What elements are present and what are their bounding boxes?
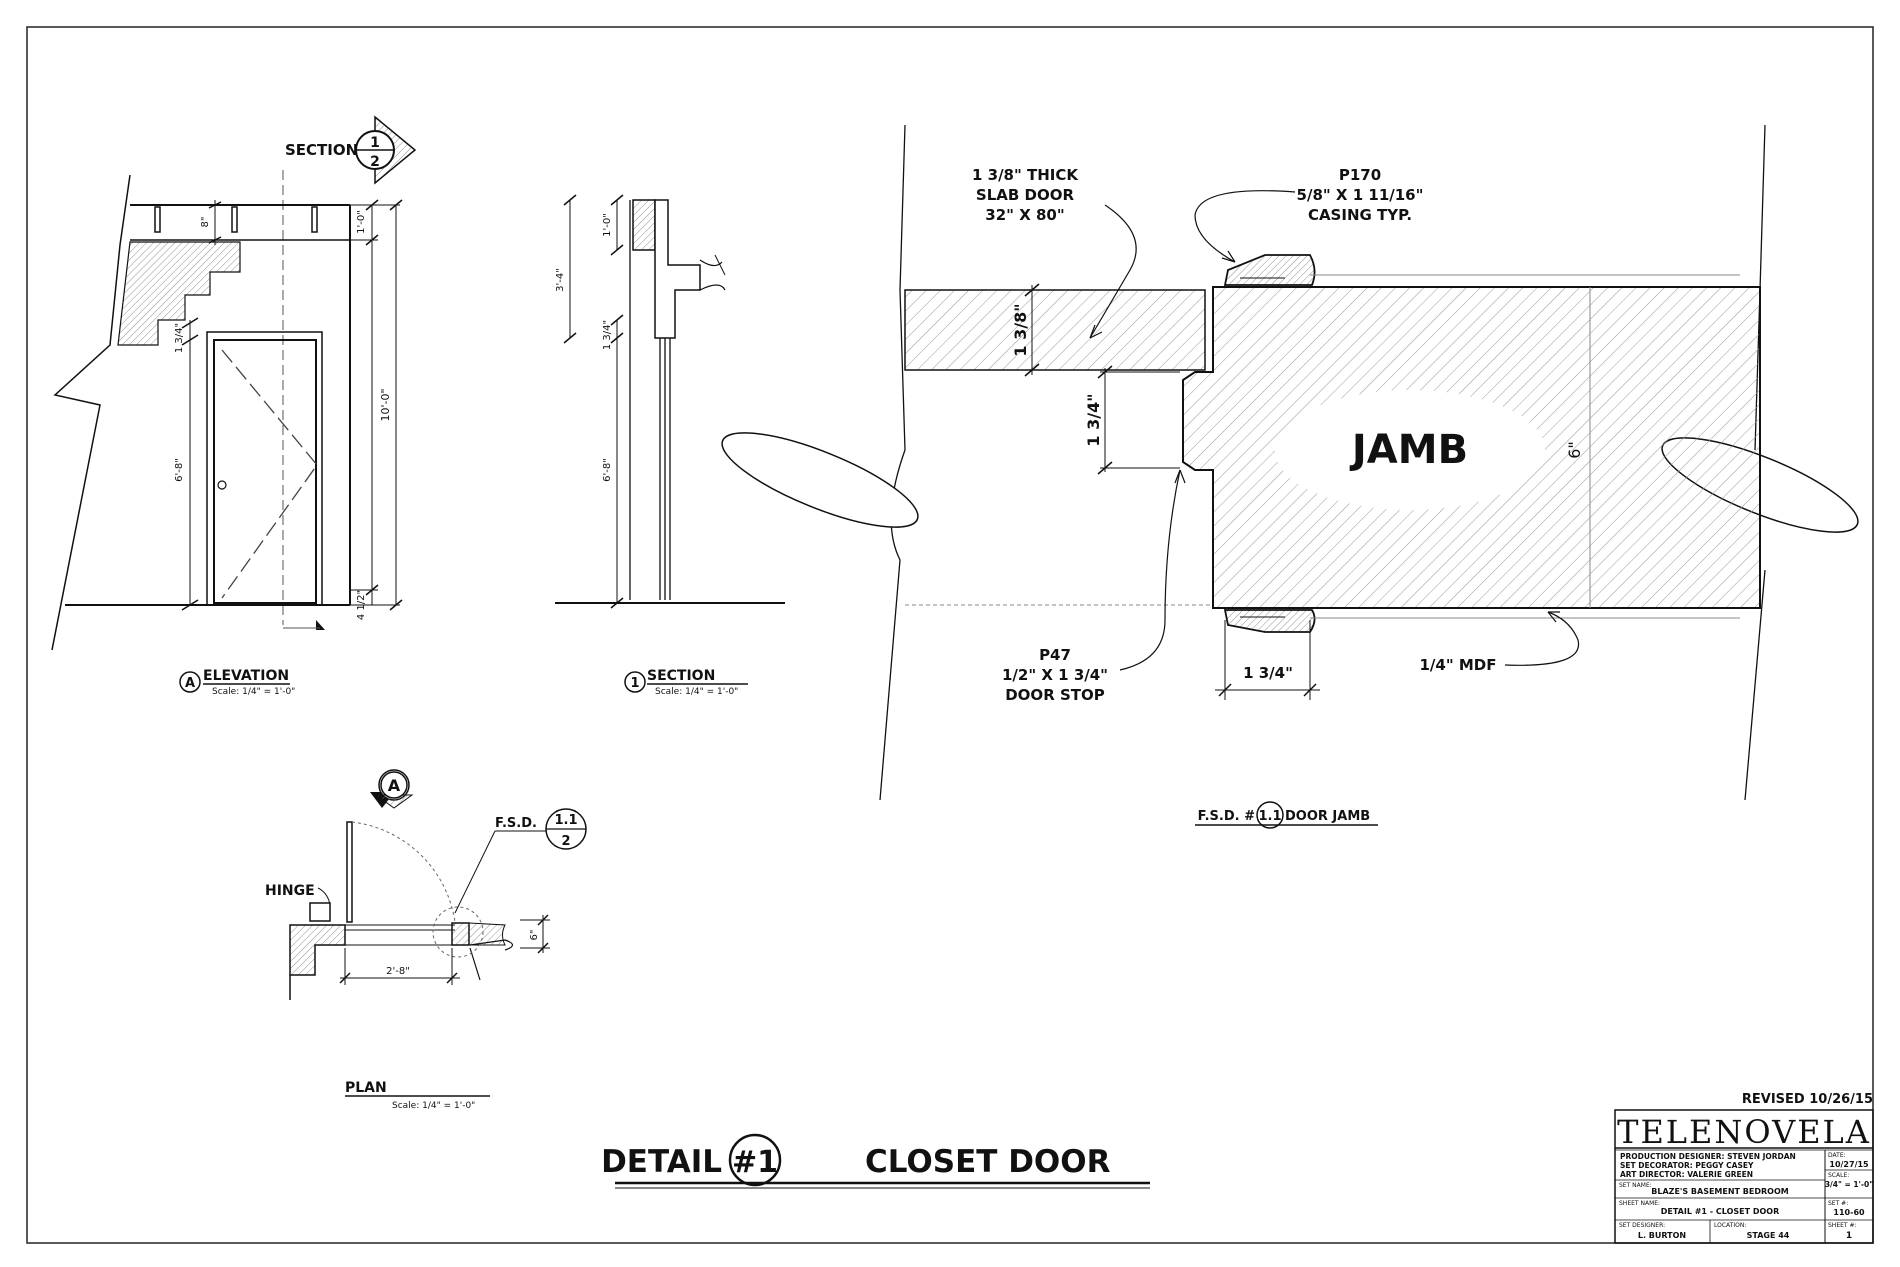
sheet-title: DETAIL #1 CLOSET DOOR [601,1133,1150,1189]
door-note-line1: 1 3/8" THICK [972,166,1079,184]
dim-sec-frame: 1 3/4" [602,320,613,350]
stop-note-line2: 1/2" X 1 3/4" [1002,666,1108,684]
casing-note-line2: 5/8" X 1 11/16" [1297,186,1424,204]
stop-note-line1: P47 [1039,646,1071,664]
sheet-title-left: DETAIL [601,1144,722,1180]
scale: 3/4" = 1'-0" [1825,1180,1873,1189]
set-number: 110-60 [1833,1208,1865,1217]
jamb-detail: JAMB 6" 1 3/8" 1 3/4" 1 3/4" 1 3/8" THIC… [721,124,1859,829]
door-note-line3: 32" X 80" [985,206,1064,224]
set-decorator: SET DECORATOR: PEGGY CASEY [1620,1161,1754,1170]
section-scale: Scale: 1/4" = 1'-0" [655,687,738,697]
hinge-label: HINGE [265,883,315,899]
date-label: DATE: [1828,1152,1846,1159]
plan-marker-letter: A [388,776,401,795]
dim-elev-door: 6'-8" [174,458,185,482]
fsd-sheet: 2 [561,834,570,849]
dim-plan-width: 2'-8" [386,966,410,977]
elevation-view: SECTION 1 2 1 [51,115,417,697]
sheet-title-right: CLOSET DOOR [865,1144,1111,1180]
set-name-label: SET NAME: [1619,1182,1652,1189]
jamb-title: DOOR JAMB [1285,809,1370,824]
elevation-title-letter: A [185,676,195,691]
door-note-line2: SLAB DOOR [976,186,1075,204]
mdf-note: 1/4" MDF [1419,656,1496,674]
dim-elev-base: 4 1/2" [356,590,367,620]
fsd-number: 1.1 [554,813,577,828]
plan-title: PLAN [345,1080,387,1096]
art-director: ART DIRECTOR: VALERIE GREEN [1620,1170,1753,1179]
sheet-number-label: SHEET #: [1828,1222,1857,1229]
dim-door-thickness: 1 3/8" [1011,303,1030,356]
set-designer: L. BURTON [1638,1231,1686,1240]
dim-jamb-depth: 6" [1565,441,1584,459]
sheet-number: 1 [1846,1231,1852,1241]
fsd-label: F.S.D. [495,816,537,831]
section-title-number: 1 [630,676,639,691]
dim-stop-width: 1 3/4" [1084,393,1103,446]
dim-bottom-stop: 1 3/4" [1243,664,1293,682]
designer-label: SET DESIGNER: [1619,1222,1665,1229]
section-title: SECTION [647,668,715,684]
location-label: LOCATION: [1714,1222,1746,1229]
plan-scale: Scale: 1/4" = 1'-0" [392,1101,475,1111]
show-title: TELENOVELA [1617,1113,1871,1151]
sheet-title-number: #1 [732,1145,778,1180]
dim-sec-head: 3'-4" [555,268,566,292]
location: STAGE 44 [1747,1231,1790,1240]
dim-sec-top: 1'-0" [602,213,613,237]
section-marker: 1 2 [355,115,417,185]
production-designer: PRODUCTION DESIGNER: STEVEN JORDAN [1620,1152,1796,1161]
casing-note-line3: CASING TYP. [1308,206,1412,224]
stop-note-line3: DOOR STOP [1005,686,1105,704]
dim-elev-slot: 8" [200,217,211,228]
revised-date: REVISED 10/26/15 [1742,1092,1873,1107]
section-view: 1'-0" 3'-4" 1 3/4" 6'-8" 1 SECTION Scale… [555,194,785,697]
set-name: BLAZE'S BASEMENT BEDROOM [1651,1187,1788,1196]
dim-sec-door: 6'-8" [602,458,613,482]
sheet-name-label: SHEET NAME: [1619,1200,1660,1207]
dim-elev-head: 1 3/4" [174,323,185,353]
jamb-label: JAMB [1349,427,1468,473]
casing-note-line1: P170 [1339,166,1381,184]
title-block: REVISED 10/26/15 TELENOVELA PRODUCTION D… [1614,1092,1874,1244]
elevation-title: ELEVATION [203,668,289,684]
sheet-border [26,26,1874,1244]
set-number-label: SET #: [1828,1200,1848,1207]
jamb-title-prefix: F.S.D. # [1198,809,1255,824]
dim-elev-overall: 10'-0" [379,388,392,421]
sheet-name: DETAIL #1 - CLOSET DOOR [1661,1207,1780,1216]
dim-elev-top: 1'-0" [356,210,367,234]
dim-plan-depth: 6" [529,930,540,941]
date: 10/27/15 [1829,1160,1869,1169]
scale-label: SCALE: [1828,1172,1849,1179]
elevation-scale: Scale: 1/4" = 1'-0" [212,687,295,697]
section-marker-sheet: 2 [370,154,380,170]
jamb-title-number: 1.1 [1258,809,1281,824]
section-marker-label: SECTION [285,141,358,159]
plan-view: A HINGE F.S.D. 1.1 2 2'-8" [265,769,587,1111]
section-marker-number: 1 [370,135,380,151]
